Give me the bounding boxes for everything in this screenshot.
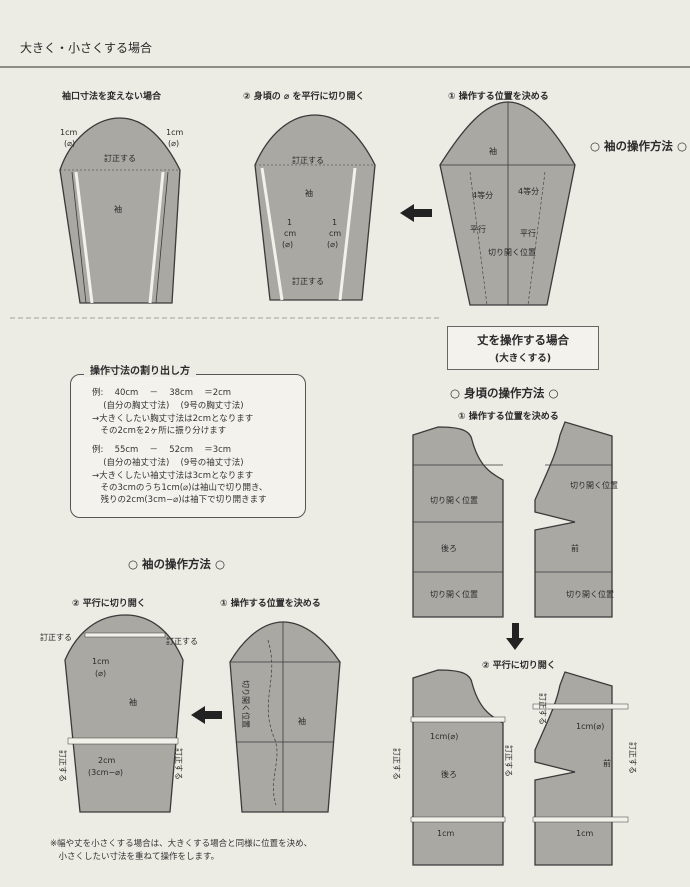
header-faded-text: 大きく・小さくする場合 (20, 40, 152, 55)
sleeve-side-title: ○ 袖の操作方法 ○ (590, 139, 687, 153)
calc-line: その3cmのうち1cm(⌀)は袖山で切り開き、 (92, 483, 268, 493)
sleeve-pattern-a (439, 101, 576, 306)
case-subtitle: (大きくする) (494, 353, 552, 364)
sleeve-section-title: ○ 袖の操作方法 ○ (128, 557, 225, 571)
body-back-pattern-step1 (412, 426, 504, 618)
body-back-ushiro-1: 後ろ (441, 543, 457, 553)
body-back-teisei: 訂正する (504, 745, 514, 777)
sleeve-step2-teisei-v-right: 訂正する (174, 748, 184, 780)
sleeve-b-teisei-top: 訂正する (292, 155, 324, 165)
sleeve-a-4parts-right: 4等分 (518, 186, 539, 196)
calc-box-title: 操作寸法の割り出し方 (84, 362, 196, 377)
body-front-1cm-phi: 1cm(⌀) (576, 722, 604, 731)
sleeve-b-phi-right: (⌀) (327, 240, 338, 249)
body-front-teisei-top: 訂正する (538, 693, 548, 725)
sleeve-a-title: ① 操作する位置を決める (448, 90, 549, 102)
body-back-pattern-step2 (410, 669, 506, 866)
body-front-kirihiraku-1: 切り開く位置 (570, 480, 618, 490)
body-front-kirihiraku-2: 切り開く位置 (566, 589, 614, 599)
body-front-mae-1: 前 (571, 543, 579, 553)
body-front-mae-2: 前 (603, 758, 611, 768)
sleeve-b-1-left: 1 (287, 218, 292, 227)
sleeve-step2-1cm: 1cm (92, 657, 109, 666)
sleeve-b-teisei-bottom: 訂正する (292, 276, 324, 286)
arrow-left-icon (191, 706, 222, 724)
sleeve-step1-kirihiraku: 切り開く位置 (241, 680, 251, 728)
calc-line: 残りの2cm(3cm−⌀)は袖下で切り開きます (92, 495, 267, 505)
arrow-left-icon (400, 204, 432, 222)
sleeve-step2-teisei-left: 訂正する (40, 632, 72, 642)
sleeve-step2-phi: (⌀) (95, 669, 106, 678)
sleeve-c-1cm-right: 1cm (166, 128, 183, 137)
sleeve-c-title: 袖口寸法を変えない場合 (61, 90, 162, 102)
sleeve-c-phi-right: (⌀) (168, 139, 179, 148)
body-back-teisei-left: 訂正する (392, 748, 402, 780)
sleeve-pattern-step2 (64, 614, 184, 813)
sleeve-a-4parts-left: 4等分 (472, 190, 493, 200)
sleeve-a-heikou-right: 平行 (520, 228, 536, 238)
calc-line: 例: 40cm － 38cm ＝2cm (92, 388, 232, 398)
sleeve-a-sode: 袖 (489, 146, 497, 156)
sleeve-pattern-b (254, 114, 376, 301)
sleeve-b-cm-right: cm (329, 229, 341, 238)
body-step2-title: ② 平行に切り開く (482, 659, 556, 671)
sleeve-step2-teisei-right: 訂正する (166, 636, 198, 646)
body-front-pattern-step2 (532, 671, 629, 866)
sleeve-b-title: ② 身頃の ⌀ を平行に切り開く (243, 90, 364, 102)
sleeve-b-sode: 袖 (305, 188, 313, 198)
calc-line: →大きくしたい袖丈寸法は3cmとなります (92, 471, 254, 481)
sleeve-b-cm-left: cm (284, 229, 296, 238)
sleeve-b-1-right: 1 (332, 218, 337, 227)
sleeve-step2-sode: 袖 (129, 697, 137, 707)
sleeve-step2-2cm: 2cm (98, 756, 115, 765)
calc-box (70, 374, 306, 518)
body-back-kirihiraku-2: 切り開く位置 (430, 589, 478, 599)
sleeve-c-phi-left: (⌀) (64, 139, 75, 148)
arrow-down-icon (506, 623, 524, 650)
body-step1-title: ① 操作する位置を決める (458, 410, 559, 422)
sleeve-step2-teisei-v-left: 訂正する (58, 750, 68, 782)
calc-line: その2cmを2ヶ所に振り分けます (92, 426, 227, 436)
sleeve-step1-title: ① 操作する位置を決める (220, 597, 321, 609)
footnote-line: ※幅や丈を小さくする場合は、大きくする場合と同様に位置を決め、 (50, 839, 313, 849)
body-front-pattern-step1 (534, 421, 613, 618)
body-front-teisei-right: 訂正する (628, 742, 638, 774)
footnote-line: 小さくしたい寸法を重ねて操作をします。 (50, 852, 220, 862)
calc-line: 例: 55cm － 52cm ＝3cm (92, 445, 232, 455)
sleeve-step2-title: ② 平行に切り開く (72, 597, 146, 609)
sleeve-a-heikou-left: 平行 (470, 224, 486, 234)
sleeve-pattern-c (59, 117, 181, 304)
sleeve-pattern-step1 (229, 621, 341, 813)
footnote: ※幅や丈を小さくする場合は、大きくする場合と同様に位置を決め、 小さくしたい寸法… (50, 838, 312, 864)
body-section-title: ○ 身頃の操作方法 ○ (450, 386, 559, 400)
calc-line: (自分の袖丈寸法) (9号の袖丈寸法) (92, 458, 244, 468)
sleeve-c-1cm-left: 1cm (60, 128, 77, 137)
body-back-1cm: 1cm (437, 829, 454, 838)
sleeve-c-teisei: 訂正する (104, 153, 136, 163)
sleeve-step1-sode: 袖 (298, 716, 306, 726)
sleeve-step2-3cm-phi: (3cm−⌀) (88, 768, 123, 777)
sleeve-a-kirihiraku: 切り開く位置 (488, 247, 536, 257)
calc-line: (自分の胸丈寸法) (9号の胸丈寸法) (92, 401, 244, 411)
calc-line: →大きくしたい胸丈寸法は2cmとなります (92, 414, 254, 424)
sleeve-b-phi-left: (⌀) (282, 240, 293, 249)
body-front-1cm: 1cm (576, 829, 593, 838)
sleeve-c-sode: 袖 (114, 204, 122, 214)
case-box: 丈を操作する場合 (大きくする) (447, 326, 599, 370)
body-back-1cm-phi: 1cm(⌀) (430, 732, 458, 741)
body-back-ushiro-2: 後ろ (441, 769, 457, 779)
case-title: 丈を操作する場合 (477, 333, 569, 347)
body-back-kirihiraku-1: 切り開く位置 (430, 495, 478, 505)
